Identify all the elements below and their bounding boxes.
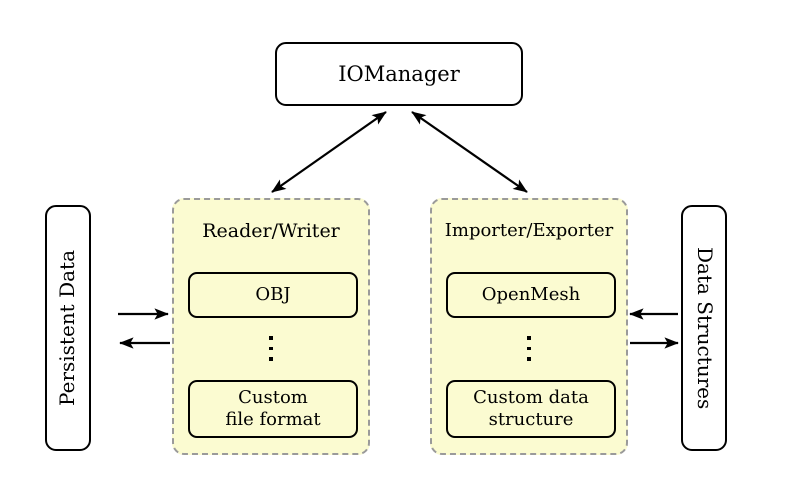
label-line-1: Custom data (473, 386, 589, 408)
panel-reader-writer-item-obj[interactable]: OBJ (188, 272, 358, 318)
label-line-2: file format (225, 409, 321, 430)
panel-importer-exporter-item-custom-data-structure-label: Custom data structure (473, 387, 589, 432)
node-data-structures-label: Data Structures (692, 246, 717, 410)
panel-importer-exporter-item-openmesh[interactable]: OpenMesh (446, 272, 616, 318)
panel-reader-writer-ellipsis (174, 336, 368, 361)
node-persistent-data-label: Persistent Data (55, 250, 80, 406)
panel-importer-exporter-title: Importer/Exporter (444, 220, 614, 241)
panel-importer-exporter-ellipsis (432, 336, 626, 361)
connector-manager-reader-writer (271, 111, 387, 193)
ellipsis-dot (269, 336, 273, 340)
panel-reader-writer-item-obj-label: OBJ (255, 283, 291, 305)
ellipsis-dot (269, 346, 273, 350)
panel-reader-writer-title: Reader/Writer (202, 220, 340, 242)
ellipsis-dot (527, 336, 531, 340)
panel-importer-exporter[interactable]: Importer/Exporter OpenMesh Custom data s… (430, 198, 628, 455)
label-line-1: Custom (238, 386, 308, 408)
panel-importer-exporter-item-openmesh-label: OpenMesh (481, 283, 581, 305)
connector-manager-importer-exporter (411, 111, 528, 193)
panel-reader-writer-item-custom-file-format[interactable]: Custom file format (188, 380, 358, 438)
ellipsis-dot (527, 357, 531, 361)
panel-importer-exporter-item-custom-data-structure[interactable]: Custom data structure (446, 380, 616, 438)
node-data-structures[interactable]: Data Structures (681, 205, 727, 451)
node-iomanager[interactable]: IOManager (275, 42, 523, 106)
label-line-2: structure (488, 409, 574, 430)
panel-reader-writer-item-custom-file-format-label: Custom file format (225, 387, 320, 432)
node-iomanager-label: IOManager (338, 61, 460, 86)
ellipsis-dot (269, 357, 273, 361)
panel-reader-writer[interactable]: Reader/Writer OBJ Custom file format (172, 198, 370, 455)
ellipsis-dot (527, 346, 531, 350)
node-persistent-data[interactable]: Persistent Data (45, 205, 91, 451)
